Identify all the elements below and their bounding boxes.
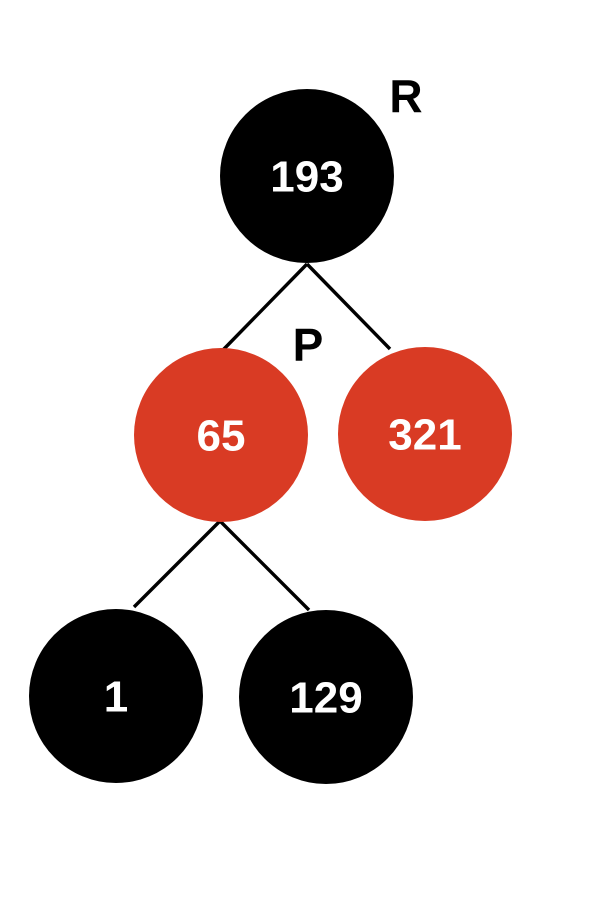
tree-edge-left-to-left-right [218, 519, 311, 612]
tree-node-value-left-left: 1 [104, 672, 128, 721]
tree-node-root: 193 [220, 89, 394, 263]
tree-node-value-left-right: 129 [289, 673, 362, 722]
tree-edge-left-to-left-left [132, 519, 222, 609]
annotation-root-marker: R [389, 70, 422, 122]
tree-node-circle-root [220, 89, 394, 263]
tree-node-right: 321 [338, 347, 512, 521]
tree-node-value-root: 193 [270, 152, 343, 201]
tree-node-value-left: 65 [197, 411, 246, 460]
tree-node-circle-left [134, 348, 308, 522]
tree-edge-root-to-right [305, 262, 392, 351]
tree-node-left: 65 [134, 348, 308, 522]
annotation-parent-marker: P [293, 319, 324, 371]
tree-node-circle-right [338, 347, 512, 521]
tree-node-value-right: 321 [388, 410, 461, 459]
tree-node-circle-left-left [29, 609, 203, 783]
tree-node-circle-left-right [239, 610, 413, 784]
tree-edge-root-to-left [220, 262, 309, 353]
tree-node-left-left: 1 [29, 609, 203, 783]
tree-node-left-right: 129 [239, 610, 413, 784]
